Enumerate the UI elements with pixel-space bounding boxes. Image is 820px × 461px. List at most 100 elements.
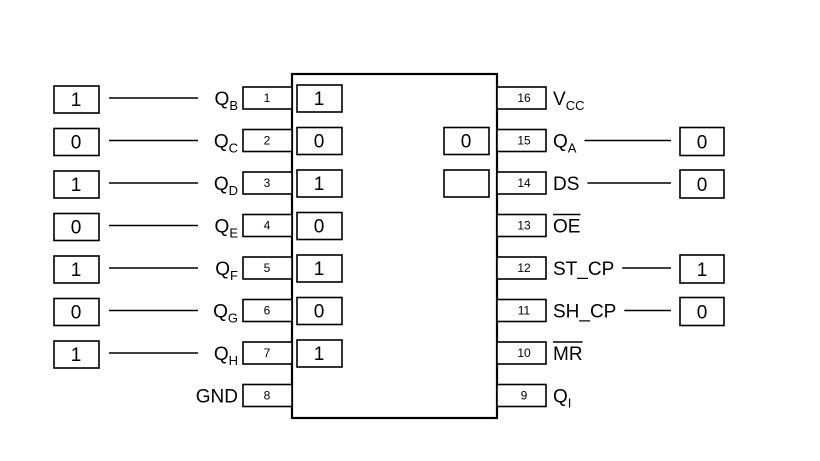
pin-inner-value: 1 <box>314 344 325 365</box>
external-value-box <box>53 255 100 284</box>
pin-number: 3 <box>264 176 271 190</box>
pin-label: QG <box>213 302 238 326</box>
pin-inner-value: 0 <box>314 302 325 323</box>
pin-number: 10 <box>517 346 531 360</box>
pin-label: GND <box>196 387 238 408</box>
pin-number: 11 <box>518 304 531 318</box>
pin-label: SH_CP <box>553 302 616 323</box>
pin-number: 8 <box>264 389 271 403</box>
external-value: 1 <box>71 175 82 196</box>
pin-13: 13 OE <box>496 213 581 238</box>
external-value-box <box>53 297 100 327</box>
pin-number: 2 <box>264 134 271 148</box>
pin-number-box <box>242 213 293 238</box>
external-value: 0 <box>71 133 82 154</box>
external-value-box <box>53 170 100 199</box>
pin-number-box <box>242 171 293 195</box>
pin-number-box <box>496 128 547 153</box>
pin-number: 4 <box>264 219 271 233</box>
external-value: 0 <box>71 218 82 239</box>
pin-inner-value: 0 <box>314 132 325 153</box>
external-value-box <box>679 126 725 157</box>
pin-label: DS <box>553 174 579 195</box>
pin-label: QF <box>215 259 238 283</box>
pin-number-box <box>496 298 547 323</box>
external-value-box <box>679 254 725 284</box>
external-value: 1 <box>71 260 82 281</box>
pin-12: 12 ST_CP 1 <box>496 254 725 284</box>
pin-label: QB <box>215 89 238 113</box>
external-value: 1 <box>71 345 82 366</box>
pin-inner-value: 1 <box>314 174 325 195</box>
pin-inner-value: 0 <box>314 217 325 238</box>
pin-inner-value-box <box>443 169 490 198</box>
pin-label: ST_CP <box>553 259 614 280</box>
external-value-box <box>679 169 725 199</box>
pin-number-box <box>496 213 547 238</box>
pin-number-box <box>496 256 547 280</box>
pin-inner-value-box <box>296 169 343 198</box>
external-value: 0 <box>697 133 708 154</box>
pin-number: 15 <box>517 134 531 148</box>
pin-number-box <box>242 298 293 323</box>
pin-inner-value-box <box>296 296 343 326</box>
pin-number-box <box>242 256 293 280</box>
pin-number-box <box>242 341 293 365</box>
pin-label: OE <box>553 217 580 238</box>
pin-label: QA <box>553 132 577 156</box>
pin-label: VCC <box>553 89 584 113</box>
pin-number-box <box>496 171 547 195</box>
pin-label: QH <box>214 344 238 368</box>
pin-number-box <box>242 86 293 110</box>
pin-number: 12 <box>517 261 531 275</box>
pin-number: 1 <box>264 91 271 105</box>
pin-4: 4 QE 0 0 <box>53 211 343 242</box>
pin-number: 7 <box>264 346 271 360</box>
pin-label: QD <box>214 174 238 198</box>
pin-label: MR <box>553 344 583 365</box>
pin-inner-value: 0 <box>461 132 472 153</box>
external-value: 1 <box>71 90 82 111</box>
pin-inner-value-box <box>296 211 343 241</box>
pin-8: 8 GND <box>196 383 293 408</box>
pin-number-box <box>242 383 293 408</box>
pin-number: 5 <box>264 261 271 275</box>
external-value: 1 <box>697 260 708 281</box>
pin-5: 5 QF 1 1 <box>53 254 343 284</box>
pin-label: QI <box>553 387 571 411</box>
pin-number-box <box>496 383 547 408</box>
pin-inner-value-box <box>296 84 343 113</box>
external-value-box <box>53 85 100 114</box>
external-value-box <box>679 296 725 327</box>
external-value-box <box>53 212 100 242</box>
pin-label: QE <box>215 217 239 241</box>
external-value-box <box>53 340 100 369</box>
pin-number-box <box>242 128 293 153</box>
pin-number-box <box>496 341 547 365</box>
pin-7: 7 QH 1 1 <box>53 339 343 369</box>
pin-inner-value: 1 <box>314 259 325 280</box>
pin-inner-value-box <box>296 126 343 156</box>
pin-inner-value-box <box>443 126 490 156</box>
pin-15: 15 QA 0 0 <box>443 126 725 157</box>
pin-number: 13 <box>517 219 531 233</box>
pin-number-box <box>496 86 547 110</box>
pin-number: 9 <box>521 389 528 403</box>
pin-inner-value-box <box>296 339 343 368</box>
pin-inner-value: 1 <box>314 89 325 110</box>
pin-label: QC <box>214 132 238 156</box>
pin-2: 2 QC 0 0 <box>53 126 343 157</box>
external-value: 0 <box>71 303 82 324</box>
pin-inner-value-box <box>296 254 343 283</box>
external-value: 0 <box>697 175 708 196</box>
pin-3: 3 QD 1 1 <box>53 169 343 199</box>
pin-9: 9 QI <box>496 383 571 411</box>
pin-10: 10 MR <box>496 341 583 365</box>
external-value-box <box>53 127 100 157</box>
